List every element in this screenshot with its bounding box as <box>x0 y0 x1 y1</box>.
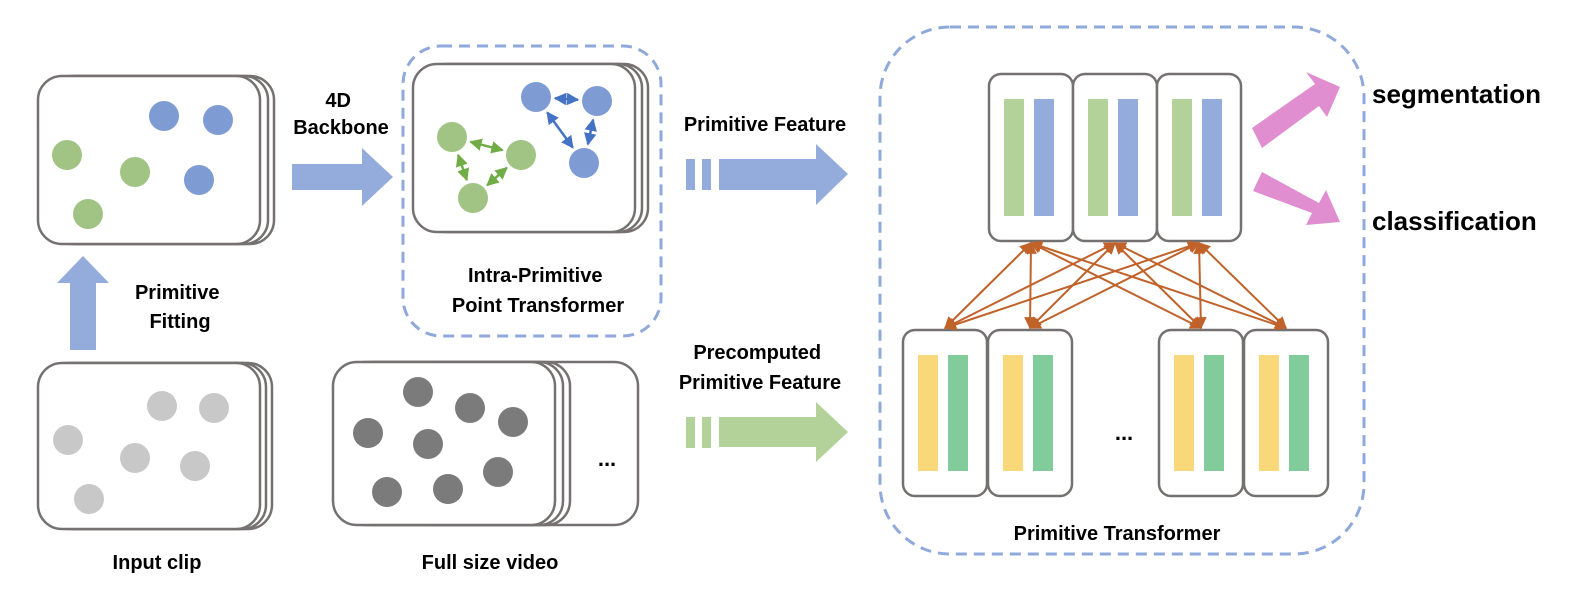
classification-arrow <box>1253 172 1340 225</box>
primitive-point <box>184 165 214 195</box>
video-ellipsis: ... <box>598 446 616 471</box>
input-point <box>120 443 150 473</box>
intra-point-blue <box>569 148 599 178</box>
primitive-point <box>203 105 233 135</box>
fitted-primitive-clip <box>36 74 276 246</box>
attention-link <box>1028 242 1201 329</box>
intra-link <box>486 166 508 187</box>
intra-point-green <box>437 122 467 152</box>
input-point <box>53 425 83 455</box>
token-ellipsis: ... <box>1115 420 1133 445</box>
bottom-token <box>1242 328 1330 498</box>
input-point <box>147 391 177 421</box>
video-point <box>403 377 433 407</box>
attention-link <box>1198 242 1287 329</box>
input-clip <box>36 361 274 531</box>
intra-point-blue <box>582 86 612 116</box>
backbone-label: 4D Backbone <box>293 90 389 139</box>
top-token <box>1071 72 1159 243</box>
intra-link <box>546 111 574 149</box>
video-point <box>498 407 528 437</box>
feature-bar <box>1034 99 1054 216</box>
bottom-token <box>986 328 1074 498</box>
feature-bar <box>1004 99 1024 216</box>
primitive-fitting-arrow <box>57 256 109 350</box>
intra-point-blue <box>521 82 551 112</box>
primitive-feature-arrow <box>686 144 848 205</box>
video-point <box>372 477 402 507</box>
feature-bar <box>1174 355 1194 471</box>
full-video-label: Full size video <box>422 552 559 574</box>
video-point <box>433 474 463 504</box>
primitive-point <box>149 101 179 131</box>
segmentation-label: segmentation <box>1372 79 1541 109</box>
input-clip-label: Input clip <box>113 552 202 574</box>
classification-label: classification <box>1372 206 1537 236</box>
video-point <box>413 429 443 459</box>
feature-bar <box>1118 99 1138 216</box>
attention-link <box>944 242 1032 329</box>
full-size-video: ... <box>331 360 640 527</box>
top-token <box>987 72 1075 243</box>
primitive-feature-label: Primitive Feature <box>684 114 846 136</box>
video-point <box>455 393 485 423</box>
primitive-point <box>120 157 150 187</box>
intra-primitive-module <box>401 44 663 338</box>
input-point <box>180 451 210 481</box>
primitive-point <box>52 140 82 170</box>
segmentation-arrow <box>1252 72 1340 148</box>
feature-bar <box>1259 355 1279 471</box>
intra-link <box>455 153 470 182</box>
intra-point-green <box>506 140 536 170</box>
primitive-transformer-module: ... <box>878 25 1366 556</box>
intra-link <box>584 118 597 146</box>
feature-bar <box>948 355 968 471</box>
feature-bar <box>1003 355 1023 471</box>
primitive-point <box>73 199 103 229</box>
intra-primitive-label: Intra-Primitive Point Transformer <box>452 265 624 317</box>
backbone-arrow <box>292 148 393 206</box>
feature-bar <box>918 355 938 471</box>
feature-bar <box>1033 355 1053 471</box>
intra-link <box>469 138 504 154</box>
intra-point-green <box>458 183 488 213</box>
top-token <box>1155 72 1243 243</box>
input-point <box>74 484 104 514</box>
primitive-fitting-label: Primitive Fitting <box>135 282 225 333</box>
feature-bar <box>1088 99 1108 216</box>
primitive-transformer-label: Primitive Transformer <box>1014 523 1221 545</box>
precomputed-feature-arrow <box>686 402 848 462</box>
video-point <box>353 418 383 448</box>
precomputed-feature-label: Precomputed Primitive Feature <box>679 342 841 394</box>
video-point <box>483 457 513 487</box>
feature-bar <box>1289 355 1309 471</box>
bottom-token <box>1157 328 1245 498</box>
feature-bar <box>1172 99 1192 216</box>
bottom-token <box>901 328 989 498</box>
attention-link <box>1193 241 1207 330</box>
feature-bar <box>1204 355 1224 471</box>
input-point <box>199 393 229 423</box>
feature-bar <box>1202 99 1222 216</box>
intra-link <box>553 92 580 106</box>
